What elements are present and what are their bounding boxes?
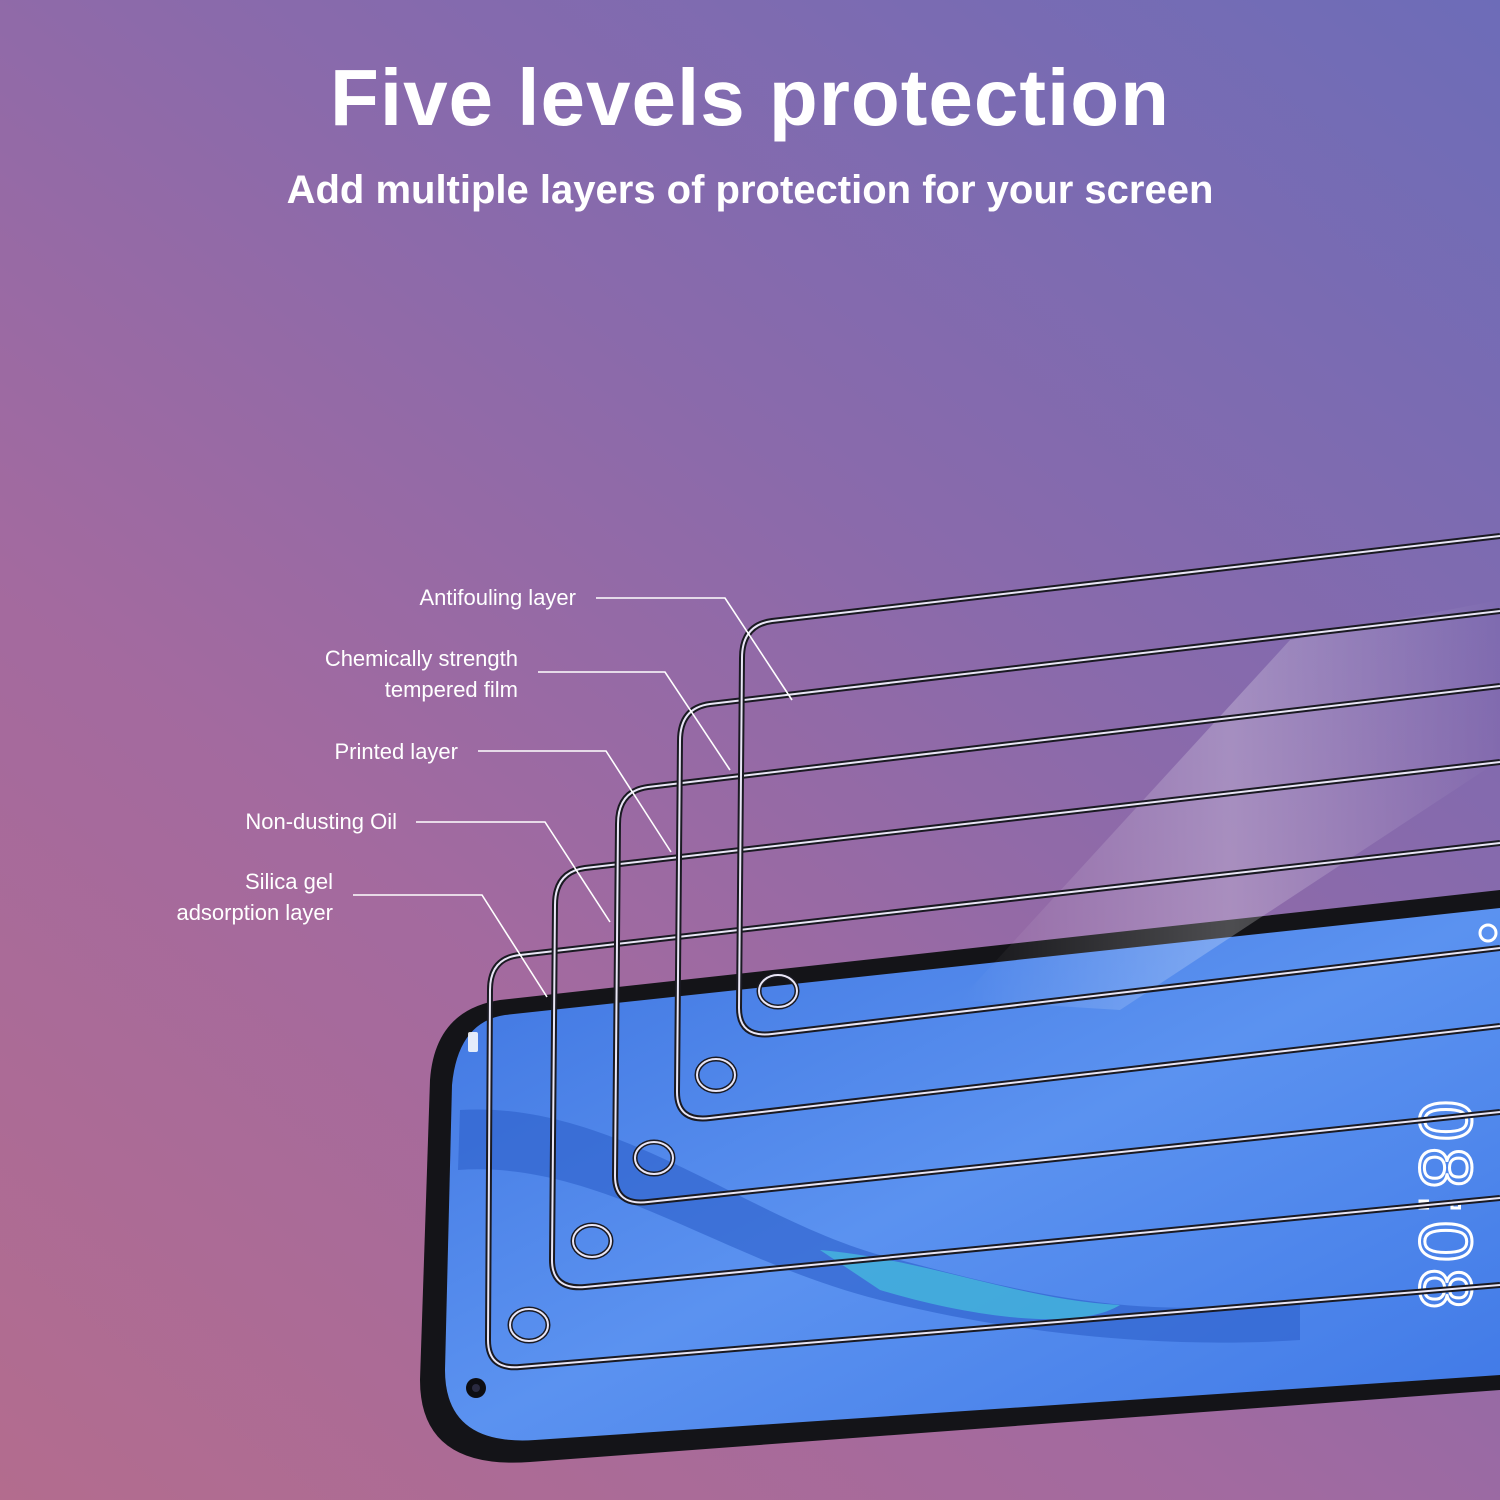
glass-layer-5 [485,840,1500,1371]
page-title: Five levels protection [329,53,1171,142]
layer-label-silica-gel: Silica gel adsorption layer [176,869,333,925]
layer-label-non-dusting-oil: Non-dusting Oil [245,809,397,834]
leader-line-printed [478,750,672,853]
leader-lines [353,597,793,998]
glass-layers [485,533,1500,1371]
page-subtitle: Add multiple layers of protection for yo… [286,168,1214,212]
leader-line-tempered [538,671,731,771]
layer-label-tempered-film: Chemically strength tempered film [324,646,518,702]
battery-icon [468,1032,478,1052]
glass-layer-1 [736,533,1500,1038]
leader-line-silica [353,894,548,998]
glass-layer-2 [674,608,1500,1122]
layer-label-antifouling: Antifouling layer [419,585,576,610]
leader-line-antifouling [596,597,793,701]
screen-wave-highlight [820,1250,1120,1320]
glass-layer-4 [549,759,1500,1291]
gear-icon [1478,923,1498,943]
glass-layer-3 [612,683,1500,1206]
leader-line-non-dusting [416,821,611,923]
layer-label-printed: Printed layer [334,739,458,764]
